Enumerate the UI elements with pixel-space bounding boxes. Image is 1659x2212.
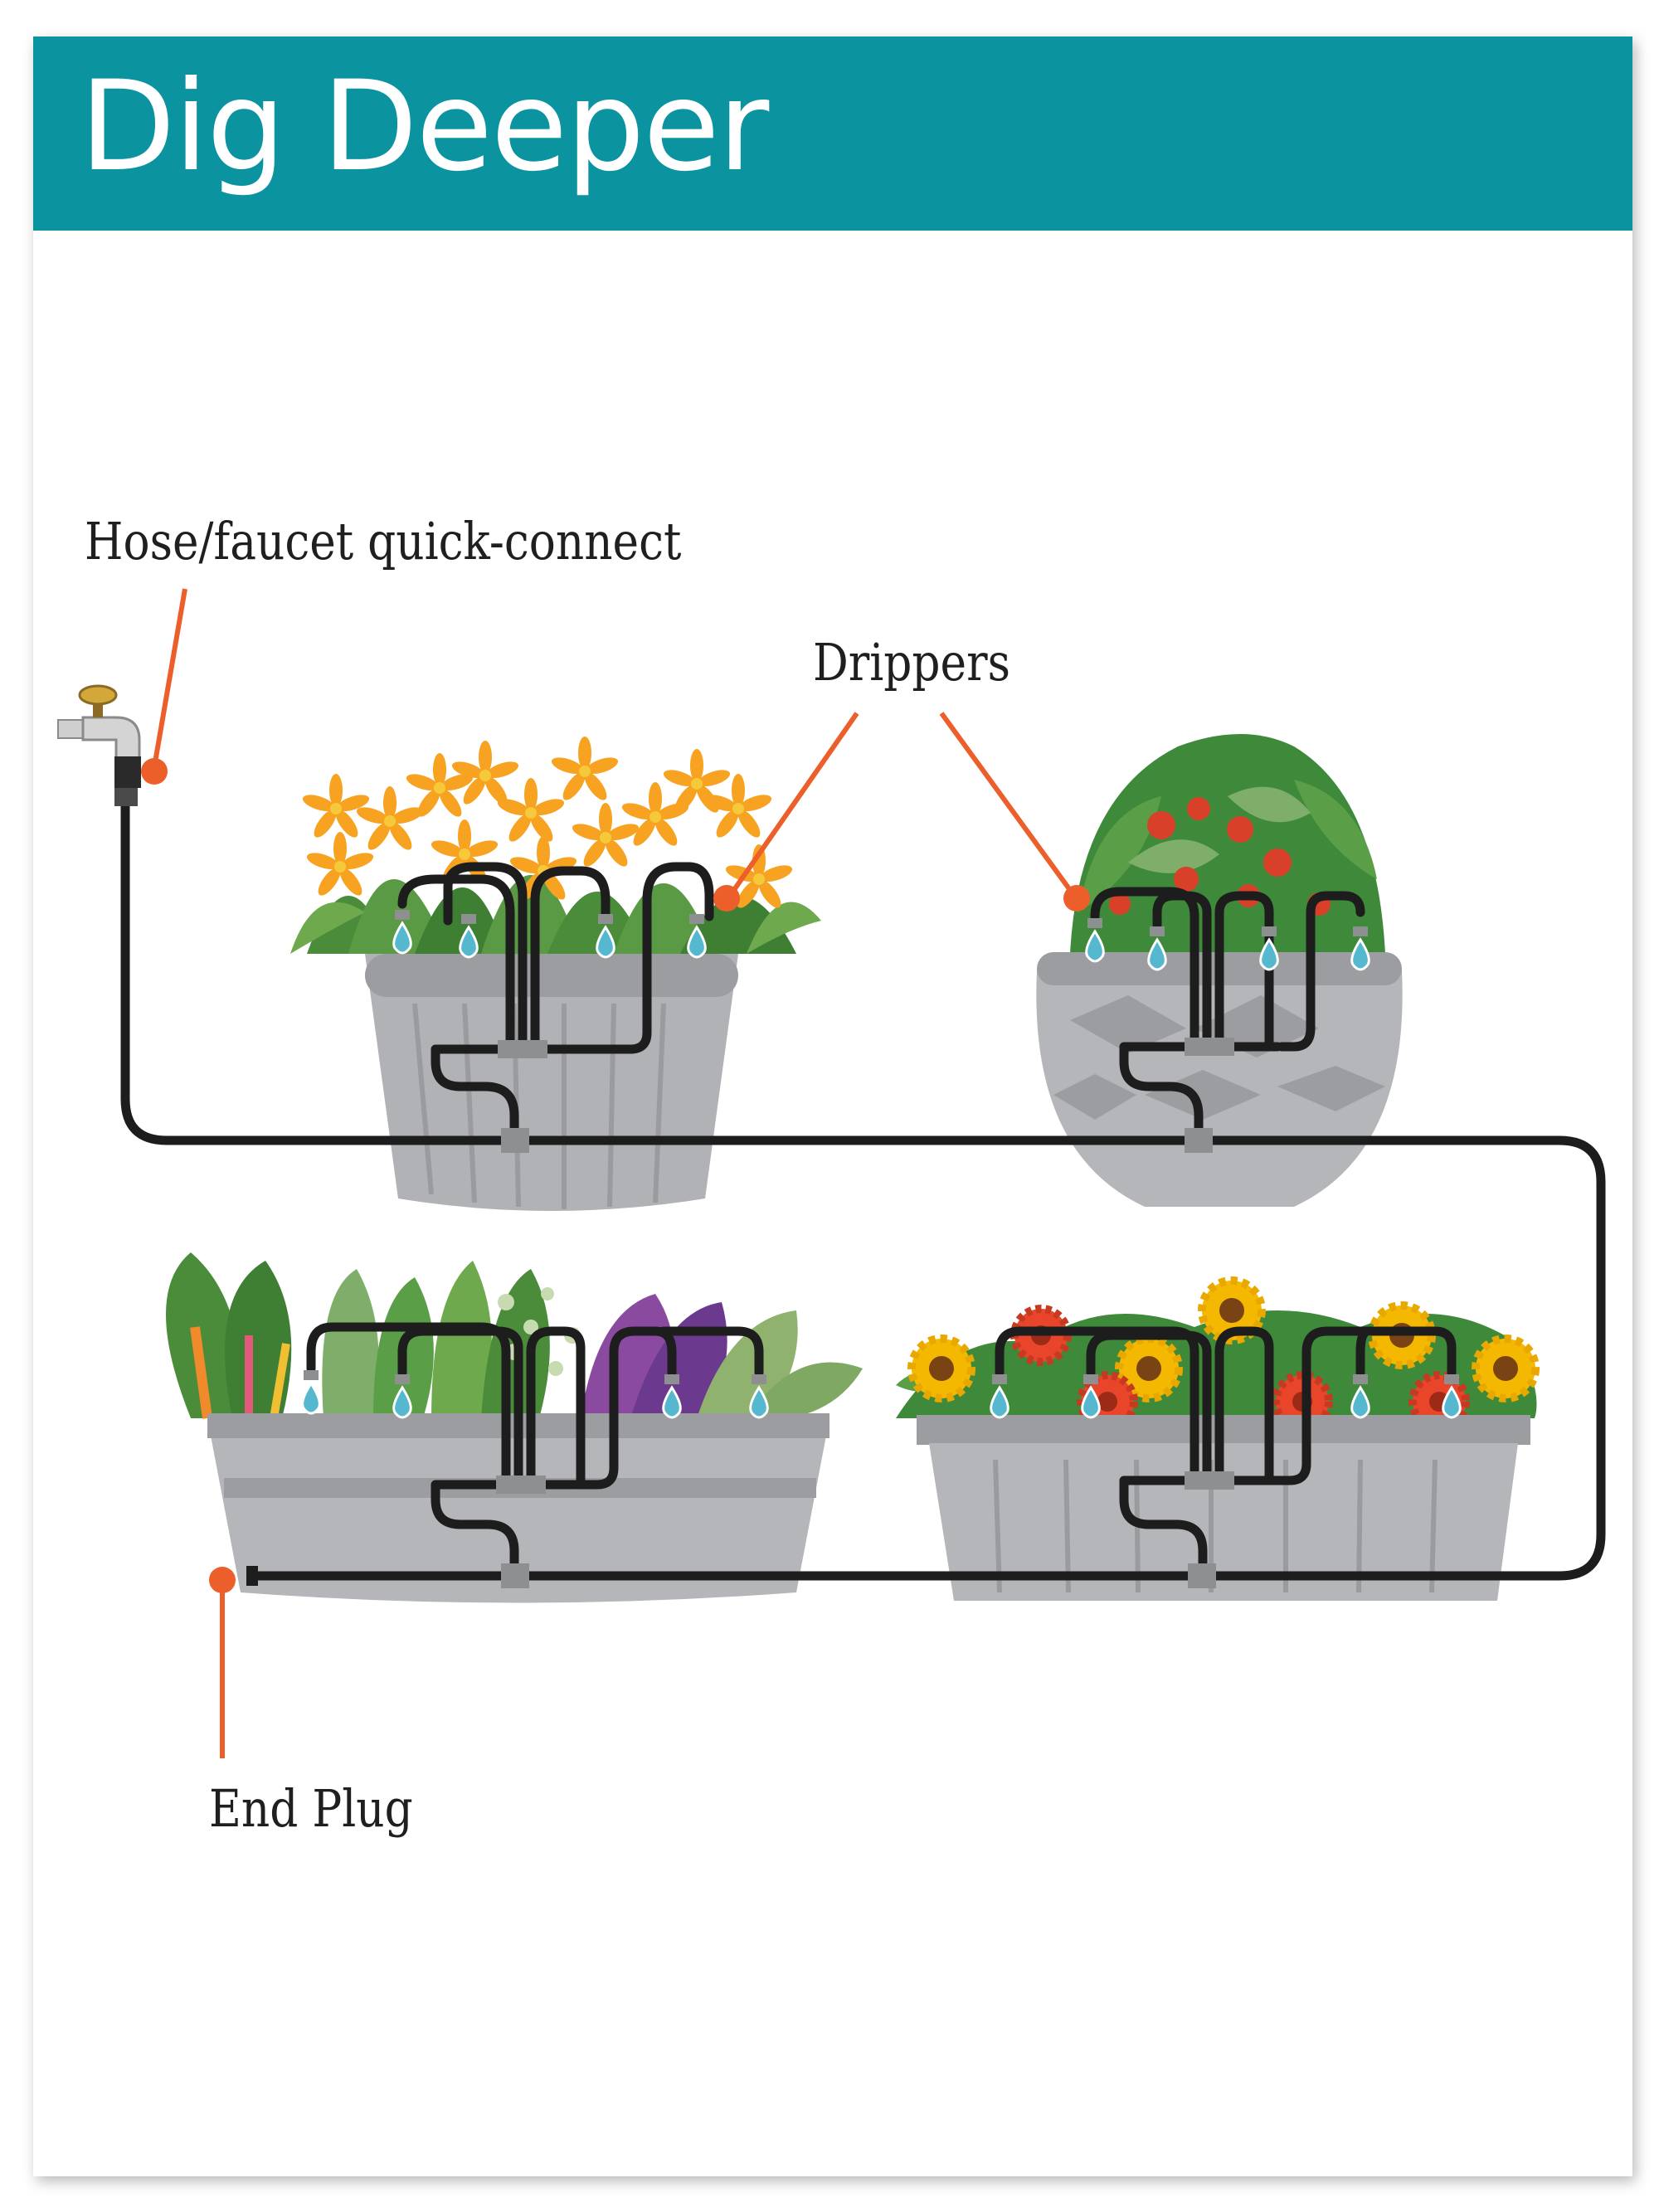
- callout-end-plug-label: End Plug: [209, 1778, 413, 1839]
- drip-tubing: [120, 791, 1606, 1581]
- pot-bottom-left: [166, 1252, 863, 1603]
- foliage-orange-flowers: [290, 737, 821, 954]
- callout-dots: [141, 758, 1090, 1593]
- callout-faucet-label: Hose/faucet quick-connect: [85, 511, 682, 571]
- callout-leaders: [152, 588, 1077, 1758]
- foliage-leafy-greens: [166, 1252, 863, 1419]
- tubing-fittings: [496, 1038, 1234, 1588]
- foliage-tomato-plant: [1070, 734, 1385, 954]
- page-title: Dig Deeper: [80, 55, 769, 199]
- header-bar: Dig Deeper: [33, 36, 1632, 231]
- end-plug-icon: [246, 1566, 258, 1586]
- callout-drippers-label: Drippers: [813, 632, 1010, 693]
- faucet-icon: [57, 684, 141, 806]
